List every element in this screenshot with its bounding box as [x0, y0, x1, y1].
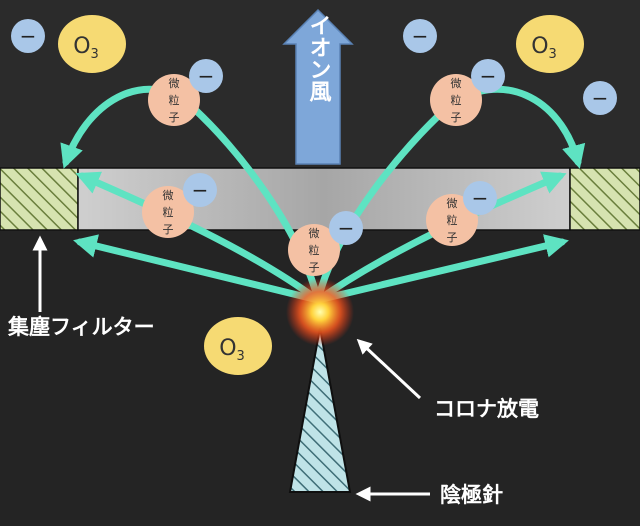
particle-mid-left: 微 粒 子 −: [142, 173, 217, 238]
svg-text:粒: 粒: [163, 205, 174, 219]
svg-text:微: 微: [447, 196, 458, 210]
svg-text:子: 子: [447, 231, 458, 244]
svg-text:子: 子: [169, 111, 180, 124]
svg-text:粒: 粒: [451, 93, 462, 107]
svg-text:子: 子: [309, 261, 320, 274]
svg-text:−: −: [198, 64, 215, 88]
corona-glow-icon: [286, 278, 354, 346]
trajectory-arrow-left-mid: [75, 171, 322, 304]
cathode-needle-label: 陰極針: [440, 483, 503, 507]
svg-text:O3: O3: [73, 34, 99, 62]
particle-top-left: 微 粒 子 −: [148, 59, 223, 126]
particle-center: 微 粒 子 −: [288, 211, 363, 276]
particle-top-right: 微 粒 子 −: [430, 59, 505, 126]
svg-text:子: 子: [451, 111, 462, 124]
svg-text:O3: O3: [219, 336, 245, 364]
svg-text:粒: 粒: [447, 213, 458, 227]
svg-text:−: −: [472, 186, 489, 210]
ion-right: −: [583, 81, 617, 115]
ion-wind-arrow-icon: [282, 8, 354, 165]
corona-discharge-label: コロナ放電: [434, 397, 539, 421]
trajectory-arrow-left-low: [73, 234, 322, 304]
particle-mid-right: 微 粒 子 −: [426, 181, 497, 246]
ion-wind-label: イオン風: [306, 14, 332, 103]
svg-text:粒: 粒: [309, 243, 320, 257]
svg-text:−: −: [20, 24, 37, 48]
ion-top-left: −: [11, 19, 45, 53]
filter-left-block: [0, 167, 79, 231]
svg-text:−: −: [480, 64, 497, 88]
svg-text:微: 微: [169, 76, 180, 90]
svg-text:微: 微: [163, 188, 174, 202]
ozone-top-right: O3: [516, 15, 584, 73]
svg-text:微: 微: [451, 76, 462, 90]
svg-text:−: −: [338, 216, 355, 240]
corona-pointer-arrow: [356, 338, 422, 400]
svg-text:微: 微: [309, 226, 320, 240]
svg-text:−: −: [192, 178, 209, 202]
filter-right-block: [569, 167, 640, 231]
svg-text:子: 子: [163, 223, 174, 236]
ozone-bottom: O3: [204, 317, 272, 375]
svg-text:−: −: [592, 86, 609, 110]
ozone-top-left: O3: [58, 15, 126, 73]
dust-filter-label: 集塵フィルター: [7, 315, 155, 339]
pointer-arrows: [32, 235, 430, 502]
svg-text:O3: O3: [531, 34, 557, 62]
cathode-needle-icon: [288, 327, 352, 493]
svg-text:−: −: [412, 24, 429, 48]
ion-top-center-right: −: [403, 19, 437, 53]
trajectory-arrow-right-low: [314, 234, 569, 304]
svg-text:粒: 粒: [169, 93, 180, 107]
